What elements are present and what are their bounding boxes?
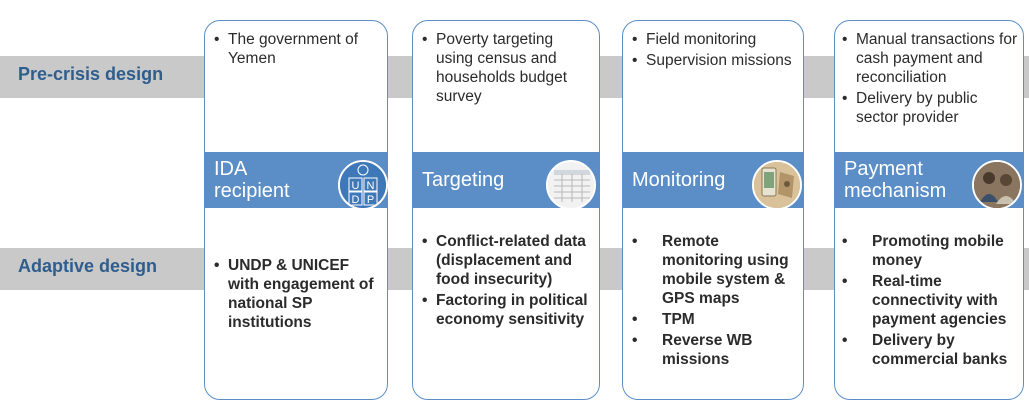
list-item: •Delivery by commercial banks	[842, 332, 1008, 368]
spreadsheet-icon	[546, 160, 596, 210]
adaptive-list: •Conflict-related data (displacement and…	[422, 232, 594, 331]
adaptive-box	[622, 188, 804, 400]
list-item: •Remote monitoring using mobile system &…	[632, 233, 789, 307]
adaptive-list: •Promoting mobile money •Real-time conne…	[842, 232, 1022, 371]
list-item: •The government of Yemen	[214, 31, 359, 67]
map-photo-icon	[752, 160, 802, 210]
undp-logo-icon: U N D P	[338, 160, 388, 210]
pre-crisis-list: •Field monitoring •Supervision missions	[632, 30, 800, 72]
list-item: •TPM	[632, 311, 695, 328]
adaptive-list: •UNDP & UNICEF with engagement of nation…	[214, 256, 384, 334]
list-item: •Real-time connectivity with payment age…	[842, 273, 1007, 328]
adaptive-box	[412, 188, 600, 400]
list-item: •Factoring in political economy sensitiv…	[422, 292, 588, 328]
list-item: •Conflict-related data (displacement and…	[422, 233, 586, 288]
adaptive-list: •Remote monitoring using mobile system &…	[632, 232, 800, 371]
list-item: •UNDP & UNICEF with engagement of nation…	[214, 257, 374, 331]
list-item: •Delivery by public sector provider	[842, 90, 978, 126]
pre-crisis-label: Pre-crisis design	[18, 64, 164, 84]
adaptive-label: Adaptive design	[18, 256, 158, 276]
pre-crisis-list: •The government of Yemen	[214, 30, 384, 70]
pre-crisis-list: •Poverty targeting using census and hous…	[422, 30, 594, 108]
list-item: •Field monitoring	[632, 31, 757, 48]
list-item: •Promoting mobile money	[842, 233, 1004, 269]
svg-text:D: D	[352, 194, 360, 206]
people-photo-icon	[972, 160, 1022, 210]
svg-text:N: N	[367, 180, 375, 192]
list-item: •Manual transactions for cash payment an…	[842, 31, 1018, 86]
list-item: •Reverse WB missions	[632, 332, 753, 368]
svg-text:P: P	[367, 194, 374, 206]
list-item: •Poverty targeting using census and hous…	[422, 31, 568, 105]
pre-crisis-list: •Manual transactions for cash payment an…	[842, 30, 1022, 129]
svg-text:U: U	[352, 180, 360, 192]
list-item: •Supervision missions	[632, 52, 792, 69]
